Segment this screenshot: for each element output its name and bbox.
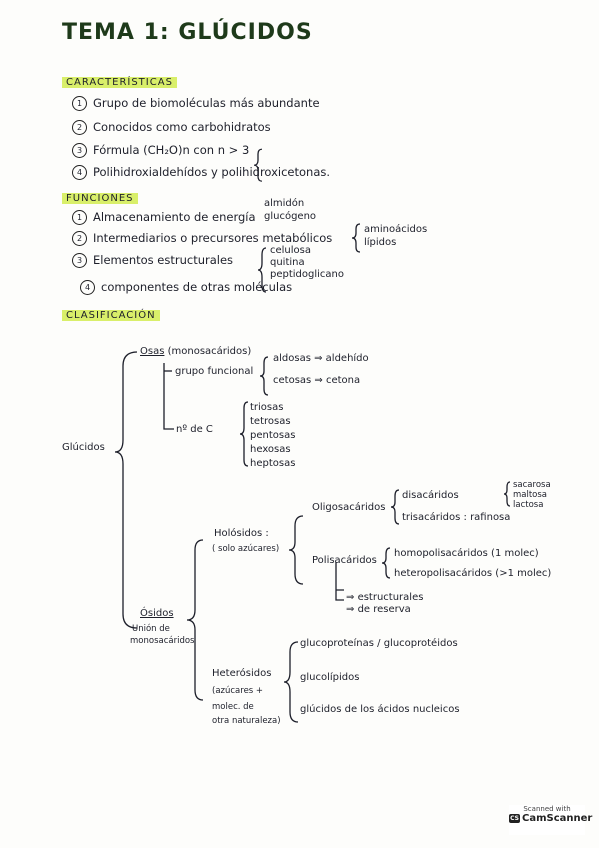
glucidos-acidos-nucleicos: glúcidos de los ácidos nucleicos	[300, 704, 460, 715]
holosidos-note: ( solo azúcares)	[212, 544, 280, 554]
maltosa: maltosa	[513, 490, 548, 500]
trisacaridos: trisacáridos : rafinosa	[402, 512, 511, 523]
glucidos-root: Glúcidos	[62, 442, 105, 453]
disacaridos: disacáridos	[402, 490, 459, 501]
heterosidos-note-2: molec. de	[212, 702, 254, 712]
oligosacaridos: Oligosacáridos	[312, 502, 386, 513]
funcion-1-sub-2: glucógeno	[264, 211, 317, 222]
osidos-note-1: Unión de	[132, 624, 170, 634]
heterosidos: Heterósidos	[212, 668, 272, 679]
osas-label: Osas (monosacáridos)	[140, 346, 252, 357]
funcion-2-sub-2: lípidos	[364, 237, 397, 248]
aldosas: aldosas ⇒ aldehído	[273, 353, 369, 364]
funcion-3-sub-1: celulosa	[270, 245, 312, 256]
glucolipidos: glucolípidos	[300, 672, 360, 683]
funcion-1-sub-1: almidón	[264, 198, 305, 209]
cetosas: cetosas ⇒ cetona	[273, 375, 361, 386]
page-title: TEMA 1: GLÚCIDOS	[62, 20, 313, 45]
funcion-2-sub-1: aminoácidos	[364, 224, 428, 235]
holosidos: Holósidos :	[214, 528, 269, 539]
funcion-3-sub-3: peptidoglicano	[270, 269, 344, 280]
no-de-c: nº de C	[176, 424, 213, 435]
pentosas: pentosas	[250, 430, 296, 441]
estructurales: ⇒ estructurales	[346, 592, 424, 603]
funcion-3-sub-2: quitina	[270, 257, 305, 268]
heterosidos-note-1: (azúcares +	[212, 686, 264, 696]
glucoproteinas: glucoproteínas / glucoprotéidos	[300, 638, 458, 649]
lactosa: lactosa	[513, 500, 544, 510]
caracteristicas-heading: CARACTERÍSTICAS	[62, 77, 177, 88]
de-reserva: ⇒ de reserva	[346, 604, 411, 615]
grupo-funcional: grupo funcional	[175, 366, 254, 377]
funciones-heading: FUNCIONES	[62, 193, 138, 204]
tetrosas: tetrosas	[250, 416, 291, 427]
osidos-label: Ósidos	[140, 608, 174, 619]
osidos-note-2: monosacáridos	[130, 636, 195, 646]
heptosas: heptosas	[250, 458, 296, 469]
heterosidos-note-3: otra naturaleza)	[212, 716, 281, 726]
heteropolisacaridos: heteropolisacáridos (>1 molec)	[394, 568, 552, 579]
hexosas: hexosas	[250, 444, 291, 455]
camscanner-icon: CS	[509, 813, 520, 823]
sacarosa: sacarosa	[513, 480, 551, 490]
triosas: triosas	[250, 402, 284, 413]
scanned-with-text: Scanned with	[523, 805, 571, 813]
homopolisacaridos: homopolisacáridos (1 molec)	[394, 548, 539, 559]
polisacaridos: Polisacáridos	[312, 555, 377, 566]
clasificacion-heading: CLASIFICACIÓN	[62, 310, 160, 321]
